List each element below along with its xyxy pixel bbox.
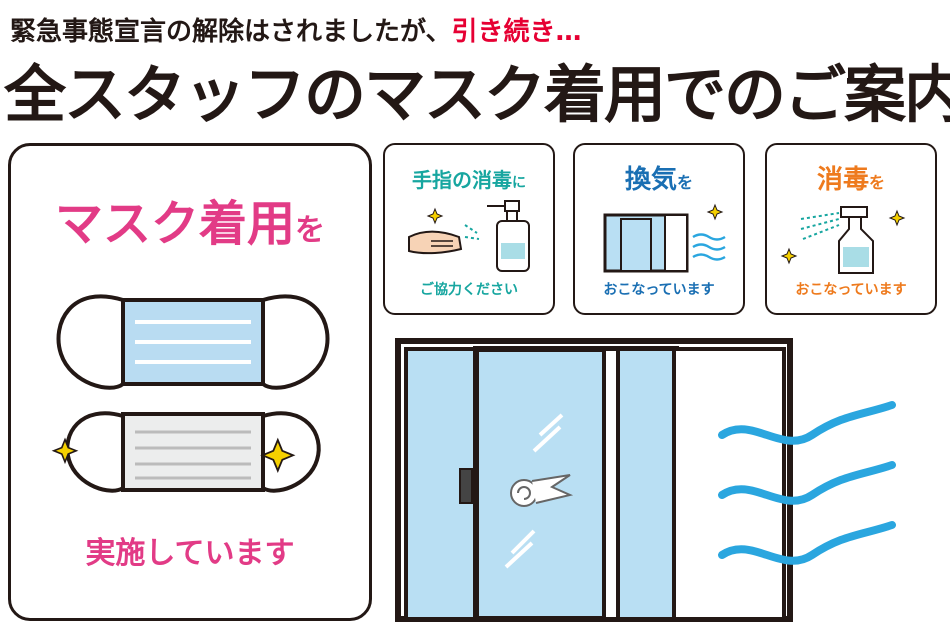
wind-icon	[692, 233, 726, 241]
disinfection-footer: おこなっています	[795, 282, 907, 298]
ventilation-card: 換気を おこなっています	[573, 143, 745, 315]
disinfection-card: 消毒を おこなっています	[765, 143, 937, 315]
hand-sanitize-title-main: 手指の消毒	[412, 168, 512, 192]
blue-mask-illustration	[56, 294, 330, 390]
ventilation-title-main: 換気	[624, 165, 677, 195]
sparkle-icon	[51, 437, 79, 465]
sparkle-icon	[706, 203, 724, 221]
disinfection-title-suffix: を	[869, 173, 886, 192]
window-icon	[395, 338, 896, 622]
wind-icon	[510, 474, 574, 507]
white-mask-illustration	[65, 411, 321, 493]
hand-sanitize-footer: ご協力ください	[420, 282, 518, 298]
mask-card-title: マスク着用を	[11, 194, 369, 261]
mask-card-title-main: マスク着用	[54, 196, 295, 252]
hand-sanitize-card: 手指の消毒に ご協力ください	[383, 143, 555, 315]
ventilation-footer: おこなっています	[603, 282, 715, 298]
ventilation-title: 換気を	[575, 163, 743, 200]
spray-bottle-icon	[780, 206, 906, 274]
subheading-main: 緊急事態宣言の解除はされましたが、	[10, 17, 452, 47]
ventilation-title-suffix: を	[677, 173, 694, 192]
mask-card-title-suffix: を	[295, 213, 325, 248]
subheading: 緊急事態宣言の解除はされましたが、引き続き…	[10, 14, 940, 50]
subheading-accent: 引き続き…	[451, 17, 582, 47]
sparkle-icon	[888, 209, 906, 227]
hand-sanitizer-icon	[408, 200, 530, 272]
mask-icon	[51, 294, 330, 493]
mask-card-footer: 実施しています	[85, 536, 295, 571]
headline: 全スタッフのマスク着用でのご案内	[4, 58, 950, 131]
sparkle-icon	[426, 207, 444, 225]
window-icon	[603, 203, 726, 273]
mask-notice-card: マスク着用を 実施しています	[8, 143, 372, 621]
hand-sanitize-title: 手指の消毒に	[385, 163, 553, 200]
hand-sanitize-title-suffix: に	[512, 175, 526, 191]
disinfection-title-main: 消毒	[816, 165, 869, 195]
sparkle-icon	[260, 437, 296, 473]
disinfection-title: 消毒を	[767, 163, 935, 200]
